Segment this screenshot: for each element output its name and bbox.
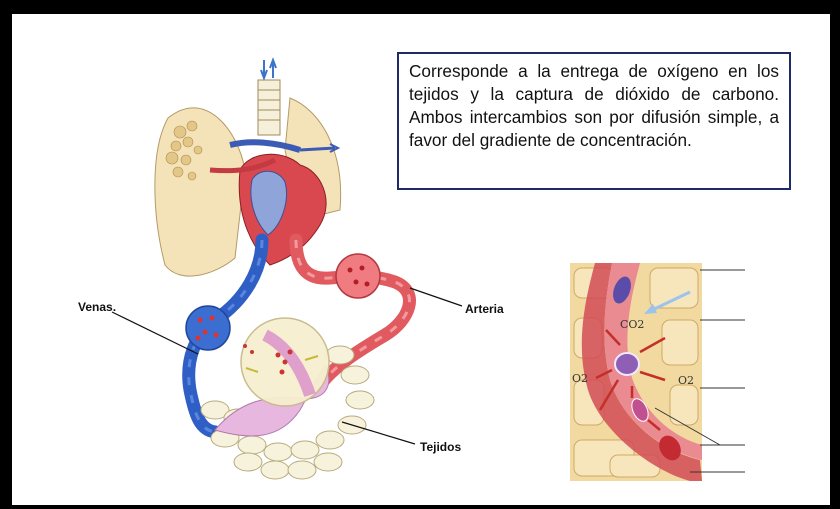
- artery-label: Arteria: [465, 302, 504, 316]
- o2-right-label: O2: [678, 374, 694, 387]
- co2-label: CO2: [620, 318, 644, 331]
- o2-left-label: O2: [572, 372, 588, 385]
- capillary-exchange-inset: CO2 O2 O2: [570, 263, 745, 481]
- veins-leader-line: [112, 312, 198, 354]
- tissues-label: Tejidos: [420, 440, 461, 454]
- vein-capsule: [186, 306, 230, 350]
- artery-leader-line: [410, 288, 462, 306]
- description-text: Corresponde a la entrega de oxígeno en l…: [409, 61, 779, 150]
- red-blood-cell: [615, 353, 639, 375]
- veins-label: Venas.: [78, 300, 116, 314]
- artery-capsule: [336, 254, 380, 298]
- trachea-illustration: [258, 60, 280, 135]
- description-box: Corresponde a la entrega de oxígeno en l…: [397, 52, 791, 190]
